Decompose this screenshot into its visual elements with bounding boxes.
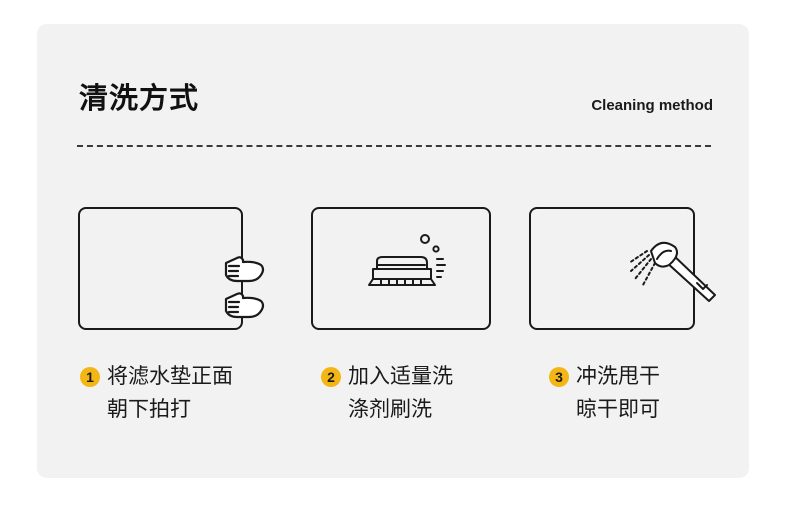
step-2-number-badge: 2	[321, 366, 341, 387]
step-1-line1: 将滤水垫正面	[107, 364, 233, 388]
dashed-divider	[77, 145, 711, 147]
step-2-line1: 加入适量洗	[348, 364, 453, 388]
step-1-number-badge: 1	[80, 366, 100, 387]
section-subtitle: Cleaning method	[591, 97, 713, 114]
step-1-illustration	[78, 207, 265, 330]
step-2-illustration	[311, 207, 491, 330]
step-1-line2: 朝下拍打	[107, 397, 191, 421]
step-2-text: 2 加入适量洗 涤剂刷洗	[321, 360, 453, 426]
shower-head-icon	[628, 241, 716, 302]
cleaning-method-card: 清洗方式 Cleaning method	[37, 24, 749, 478]
section-title: 清洗方式	[79, 81, 200, 115]
brush-bubbles-icon	[368, 234, 446, 286]
step-3-line2: 晾干即可	[576, 397, 660, 421]
step-2-line2: 涤剂刷洗	[348, 397, 432, 421]
step-3-illustration	[529, 207, 716, 330]
step-3-line1: 冲洗甩干	[576, 364, 660, 388]
pat-hands-icon	[224, 256, 265, 319]
step-1-text: 1 将滤水垫正面 朝下拍打	[80, 360, 233, 426]
step-3-number-badge: 3	[549, 366, 569, 387]
step-3-text: 3 冲洗甩干 晾干即可	[549, 360, 660, 426]
